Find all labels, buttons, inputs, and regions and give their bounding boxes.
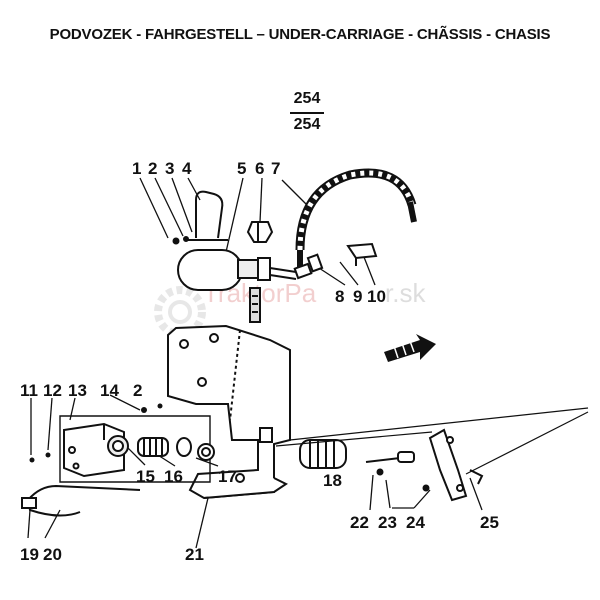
page-title: PODVOZEK - FAHRGESTELL – UNDER-CARRIAGE … — [49, 26, 551, 43]
part-lever-linkage — [365, 428, 484, 502]
part-u-clip — [172, 190, 228, 245]
page-number-divider — [290, 112, 324, 114]
callout-9: 9 — [353, 287, 362, 306]
callout-12: 12 — [43, 381, 62, 400]
part-small-bolts — [29, 403, 163, 463]
part-housing-block — [59, 415, 211, 483]
callout-6: 6 — [255, 159, 264, 178]
part-bracket-clip — [346, 242, 378, 266]
part-spring-set — [137, 437, 215, 461]
part-valve-cylinder — [177, 249, 297, 323]
callout-labels: 1 2 3 4 5 6 7 8 9 10 11 12 13 14 2 15 16… — [20, 159, 499, 564]
callout-13: 13 — [68, 381, 87, 400]
callout-25: 25 — [480, 513, 499, 532]
callout-15: 15 — [136, 467, 155, 486]
callout-11: 11 — [20, 381, 38, 400]
part-curved-hose — [295, 168, 417, 268]
page-number-bottom: 254 — [293, 116, 321, 133]
callout-7: 7 — [271, 159, 280, 178]
callout-22: 22 — [350, 513, 369, 532]
part-bellows — [299, 439, 347, 469]
leader-lines — [27, 177, 483, 549]
callout-20: 20 — [43, 545, 62, 564]
part-nut — [246, 221, 274, 243]
callout-2-lower: 2 — [133, 381, 142, 400]
callout-24: 24 — [406, 513, 425, 532]
callout-4: 4 — [182, 159, 192, 178]
watermark-suffix: r.sk — [385, 278, 426, 308]
callout-1: 1 — [132, 159, 141, 178]
callout-21: 21 — [185, 545, 204, 564]
direction-arrow-icon — [384, 334, 436, 362]
callout-10: 10 — [367, 287, 386, 306]
callout-3: 3 — [165, 159, 174, 178]
callout-18: 18 — [323, 471, 342, 490]
part-cable — [21, 484, 141, 517]
callout-17: 17 — [218, 467, 237, 486]
callout-2: 2 — [148, 159, 157, 178]
part-mounting-bracket — [167, 324, 291, 500]
callout-23: 23 — [378, 513, 397, 532]
callout-8: 8 — [335, 287, 344, 306]
callout-16: 16 — [164, 467, 183, 486]
part-hose-fitting — [293, 253, 324, 280]
page-number-top: 254 — [293, 90, 321, 107]
reference-lines — [275, 407, 589, 475]
callout-19: 19 — [20, 545, 39, 564]
callout-14: 14 — [100, 381, 119, 400]
callout-5: 5 — [237, 159, 246, 178]
